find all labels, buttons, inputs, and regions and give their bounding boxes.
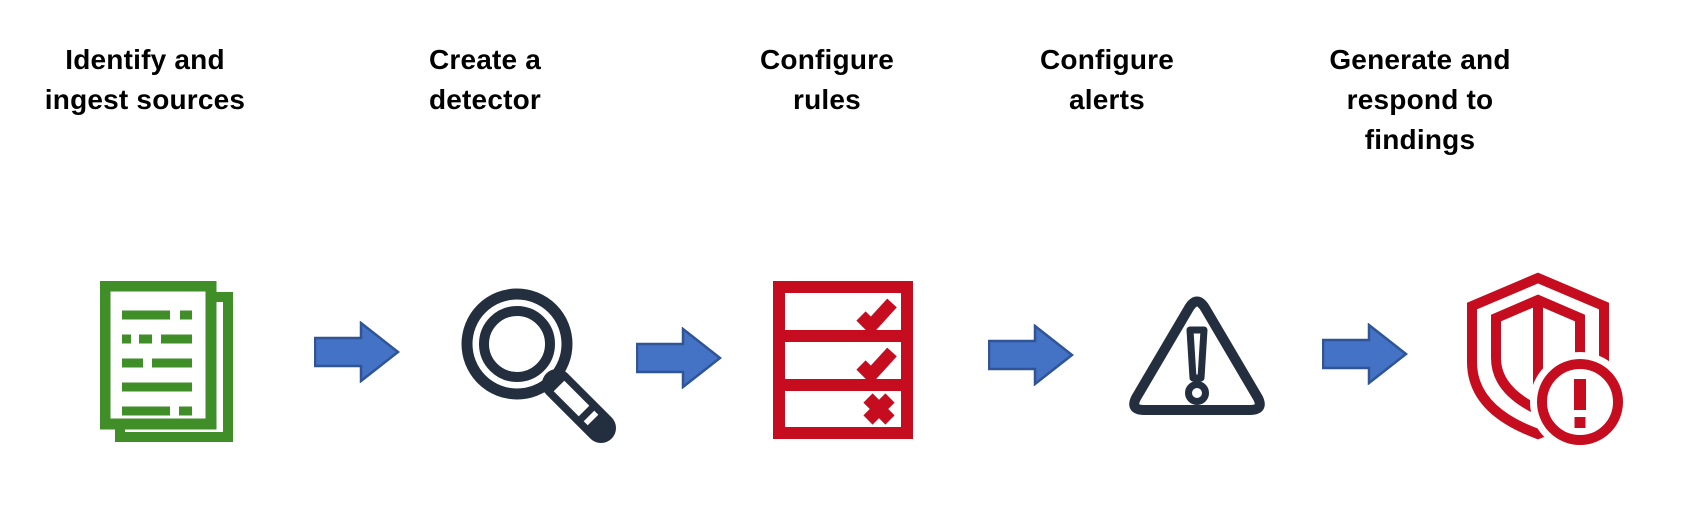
step-label-line: Create a bbox=[428, 44, 542, 75]
step-label-line: Configure bbox=[759, 44, 894, 75]
step-label-line: alerts bbox=[1069, 84, 1145, 115]
magnifying-glass-icon bbox=[461, 288, 616, 443]
step-label-line: rules bbox=[793, 84, 861, 115]
step-label-create-detector: Create a detector bbox=[385, 40, 585, 120]
step-label-identify-sources: Identify and ingest sources bbox=[20, 40, 270, 120]
shield-alert-icon bbox=[1467, 272, 1624, 448]
step-label-line: Identify and bbox=[65, 44, 225, 75]
arrow-right-icon bbox=[636, 327, 722, 389]
arrow-right-icon bbox=[988, 324, 1074, 386]
warning-triangle-icon bbox=[1129, 296, 1265, 415]
step-label-configure-alerts: Configure alerts bbox=[1007, 40, 1207, 120]
step-label-line: ingest sources bbox=[44, 84, 246, 115]
step-label-line: Configure bbox=[1039, 44, 1174, 75]
step-label-line: respond to bbox=[1346, 84, 1494, 115]
checklist-icon bbox=[773, 281, 913, 439]
documents-icon bbox=[100, 281, 233, 442]
step-label-respond-findings: Generate and respond to findings bbox=[1305, 40, 1535, 160]
step-label-line: Generate and bbox=[1329, 44, 1511, 75]
step-label-line: detector bbox=[428, 84, 542, 115]
arrow-right-icon bbox=[1322, 323, 1408, 385]
step-label-configure-rules: Configure rules bbox=[727, 40, 927, 120]
step-label-line: findings bbox=[1364, 124, 1476, 155]
arrow-right-icon bbox=[314, 321, 400, 383]
